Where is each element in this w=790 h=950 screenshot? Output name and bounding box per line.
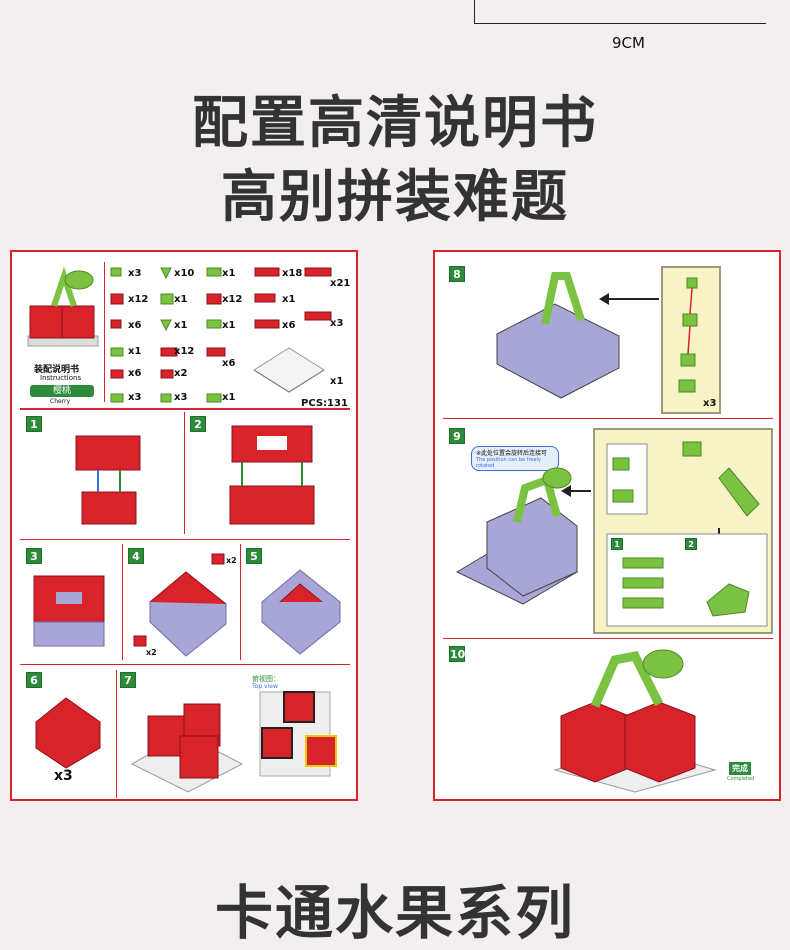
part-qty: x21 <box>330 278 351 289</box>
divider <box>20 664 350 665</box>
step-number: 5 <box>246 548 262 564</box>
leaf-assembly-diagram <box>606 441 768 627</box>
part-qty: x1 <box>128 346 142 357</box>
step3-illustration <box>33 575 105 647</box>
step-number: 8 <box>449 266 465 282</box>
completed-label-en: Completed <box>727 776 755 782</box>
step6-illustration <box>35 697 101 769</box>
part-qty: x1 <box>174 320 188 331</box>
divider <box>240 544 241 660</box>
stem-parts-icon <box>678 277 698 393</box>
part-qty: x12 <box>222 294 243 305</box>
part-qty: x18 <box>282 268 303 279</box>
step4-illustration <box>133 553 227 657</box>
part-qty: x6 <box>222 358 236 369</box>
top-view-diagram <box>259 691 337 777</box>
step10-completed-cherry <box>553 649 717 793</box>
footer-title: 卡通水果系列 <box>214 879 575 947</box>
sub-step-number: 1 <box>611 538 623 550</box>
step-number: 3 <box>26 548 42 564</box>
part-qty: x1 <box>174 294 188 305</box>
cherry-cover-image <box>27 266 99 347</box>
part-qty: x1 <box>222 392 236 403</box>
step5-illustration <box>261 569 341 655</box>
part-qty: x1 <box>282 294 296 305</box>
step-number: 1 <box>26 416 42 432</box>
headline-2: 高别拼装难题 <box>221 165 569 230</box>
pcs-count: PCS:131 <box>301 398 348 409</box>
part-qty: x2 <box>174 368 188 379</box>
top-view-en: Top view <box>252 683 278 690</box>
step-number: 6 <box>26 672 42 688</box>
step-number: 2 <box>190 416 206 432</box>
instructions-title-en: Instructions <box>40 374 82 382</box>
divider <box>122 544 123 660</box>
step-number: 7 <box>120 672 136 688</box>
right-instruction-panel: 8 9 10 x3 ※此处位置会旋转后连接可 The position can … <box>433 250 781 801</box>
divider <box>443 418 773 419</box>
step-number: 4 <box>128 548 144 564</box>
plate-qty: x1 <box>330 376 344 387</box>
step1-illustration <box>75 435 141 525</box>
arrow-icon <box>561 485 591 497</box>
step9-note-cn: ※此处位置会旋转后连接可 <box>476 450 548 457</box>
part-qty: x6 <box>128 320 142 331</box>
part-qty: x6 <box>282 320 296 331</box>
step4-qty-a: x2 <box>226 556 237 565</box>
part-qty: x10 <box>174 268 195 279</box>
parts-list-icons <box>110 267 332 403</box>
step-number: 9 <box>449 428 465 444</box>
part-qty: x1 <box>222 320 236 331</box>
step9-note-en: The position can be freely rotated <box>476 457 541 469</box>
step2-illustration <box>229 425 315 525</box>
part-qty: x3 <box>128 268 142 279</box>
divider <box>184 412 185 534</box>
headline-1: 配置高清说明书 <box>192 91 598 156</box>
divider <box>20 408 350 410</box>
base-plate-icon <box>253 347 325 393</box>
dimension-line <box>474 0 766 24</box>
step6-qty: x3 <box>54 768 73 784</box>
instructions-title-cn: 装配说明书 <box>34 365 80 375</box>
step8-subassembly-box: x3 <box>661 266 721 414</box>
part-qty: x3 <box>330 318 344 329</box>
step-number: 10 <box>449 646 466 662</box>
arrow-icon <box>599 293 659 305</box>
part-qty: x12 <box>174 346 195 357</box>
step9-note: ※此处位置会旋转后连接可 The position can be freely … <box>471 446 559 471</box>
top-view-cn: 俯视图： <box>252 675 280 683</box>
dimension-label: 9CM <box>612 34 645 52</box>
part-qty: x6 <box>128 368 142 379</box>
divider <box>443 638 773 639</box>
part-qty: x3 <box>174 392 188 403</box>
product-name-en: Cherry <box>50 398 71 405</box>
product-name-cn: 樱桃 <box>30 385 94 397</box>
step7-illustration <box>130 703 244 793</box>
part-qty: x1 <box>222 268 236 279</box>
divider <box>116 670 117 798</box>
step8-qty: x3 <box>703 398 717 409</box>
step4-qty-b: x2 <box>146 648 157 657</box>
divider <box>20 539 350 540</box>
step9-illustration <box>455 467 579 605</box>
part-qty: x12 <box>128 294 149 305</box>
completed-label-cn: 完成 <box>729 762 751 775</box>
step9-subassembly-box: 1 2 <box>593 428 773 634</box>
sub-step-number: 2 <box>685 538 697 550</box>
divider <box>104 262 105 402</box>
part-qty: x3 <box>128 392 142 403</box>
left-instruction-panel: 装配说明书 Instructions 樱桃 Cherry x3 x12 x6 x… <box>10 250 358 801</box>
step8-illustration <box>495 272 621 399</box>
